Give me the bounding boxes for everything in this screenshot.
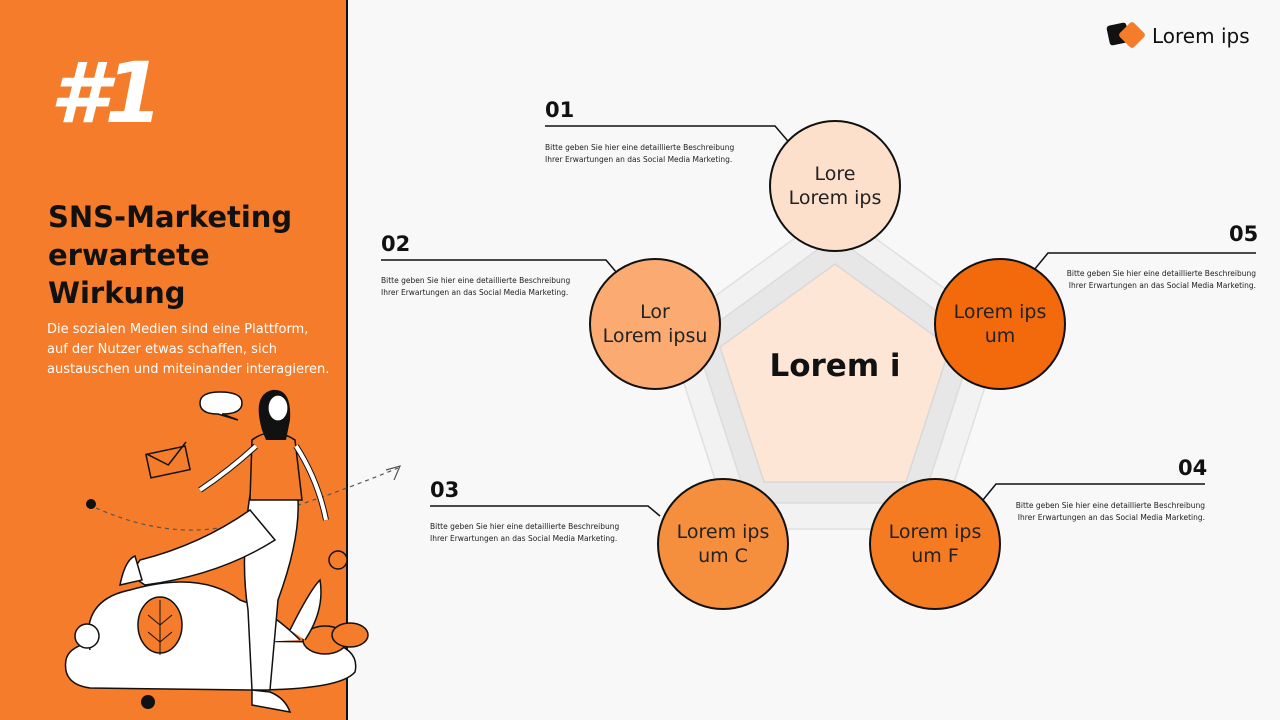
node-label-line: Lorem ips: [888, 521, 982, 543]
step-note-03: Bitte geben Sie hier eine detaillierte B…: [430, 521, 619, 545]
slide-number: #1: [50, 44, 163, 142]
note-line: Ihrer Erwartungen an das Social Media Ma…: [430, 534, 618, 543]
node-label-line: Lore: [814, 163, 856, 185]
node-02: Lor Lorem ipsu: [589, 258, 721, 390]
note-line: Ihrer Erwartungen an das Social Media Ma…: [545, 155, 733, 164]
step-number-04: 04: [1178, 456, 1208, 480]
node-label-line: Lorem ips: [676, 521, 770, 543]
center-label: Lorem i: [769, 348, 901, 384]
node-label-line: um C: [698, 545, 748, 567]
title-line-2: erwartete Wirkung: [48, 238, 210, 310]
node-label-line: um: [984, 325, 1016, 347]
note-line: Bitte geben Sie hier eine detaillierte B…: [1015, 501, 1205, 510]
node-label-line: um F: [911, 545, 959, 567]
node-label-line: Lor: [640, 301, 670, 323]
description: Die sozialen Medien sind eine Plattform,…: [47, 320, 337, 380]
node-label-line: Lorem ipsu: [602, 325, 708, 347]
node-01: Lore Lorem ips: [769, 120, 901, 252]
node-03: Lorem ips um C: [657, 478, 789, 610]
logo-icon: [1106, 22, 1145, 48]
step-number-03: 03: [430, 478, 460, 502]
note-line: Bitte geben Sie hier eine detaillierte B…: [430, 522, 620, 531]
desc-line-1: Die sozialen Medien sind eine Plattform,: [47, 322, 309, 337]
page-title: SNS-Marketing erwartete Wirkung: [48, 198, 338, 312]
step-note-01: Bitte geben Sie hier eine detaillierte B…: [545, 142, 734, 166]
title-line-1: SNS-Marketing: [48, 200, 293, 234]
note-line: Bitte geben Sie hier eine detaillierte B…: [381, 276, 571, 285]
node-04: Lorem ips um F: [869, 478, 1001, 610]
step-number-05: 05: [1229, 222, 1259, 246]
logo-text: Lorem ips: [1152, 24, 1250, 48]
note-line: Ihrer Erwartungen an das Social Media Ma…: [381, 288, 569, 297]
connector-05: [1033, 252, 1256, 271]
note-line: Ihrer Erwartungen an das Social Media Ma…: [1068, 281, 1256, 290]
inner-pentagon: [719, 263, 951, 483]
step-note-05: Bitte geben Sie hier eine detaillierte B…: [1036, 268, 1256, 292]
step-number-02: 02: [381, 232, 411, 256]
node-label-line: Lorem ips: [788, 187, 882, 209]
step-note-02: Bitte geben Sie hier eine detaillierte B…: [381, 275, 570, 299]
desc-line-2: auf der Nutzer etwas schaffen, sich: [47, 342, 277, 357]
step-number-01: 01: [545, 98, 575, 122]
note-line: Ihrer Erwartungen an das Social Media Ma…: [1017, 513, 1205, 522]
illustration-woman-with-messages: [64, 389, 402, 713]
note-line: Bitte geben Sie hier eine detaillierte B…: [545, 143, 735, 152]
connector-04: [977, 483, 1205, 507]
node-05: Lorem ips um: [934, 258, 1066, 390]
note-line: Bitte geben Sie hier eine detaillierte B…: [1066, 269, 1256, 278]
connector-03: [430, 505, 661, 517]
step-note-04: Bitte geben Sie hier eine detaillierte B…: [985, 500, 1205, 524]
desc-line-3: austauschen und miteinander interagieren…: [47, 362, 330, 377]
node-label-line: Lorem ips: [953, 301, 1047, 323]
